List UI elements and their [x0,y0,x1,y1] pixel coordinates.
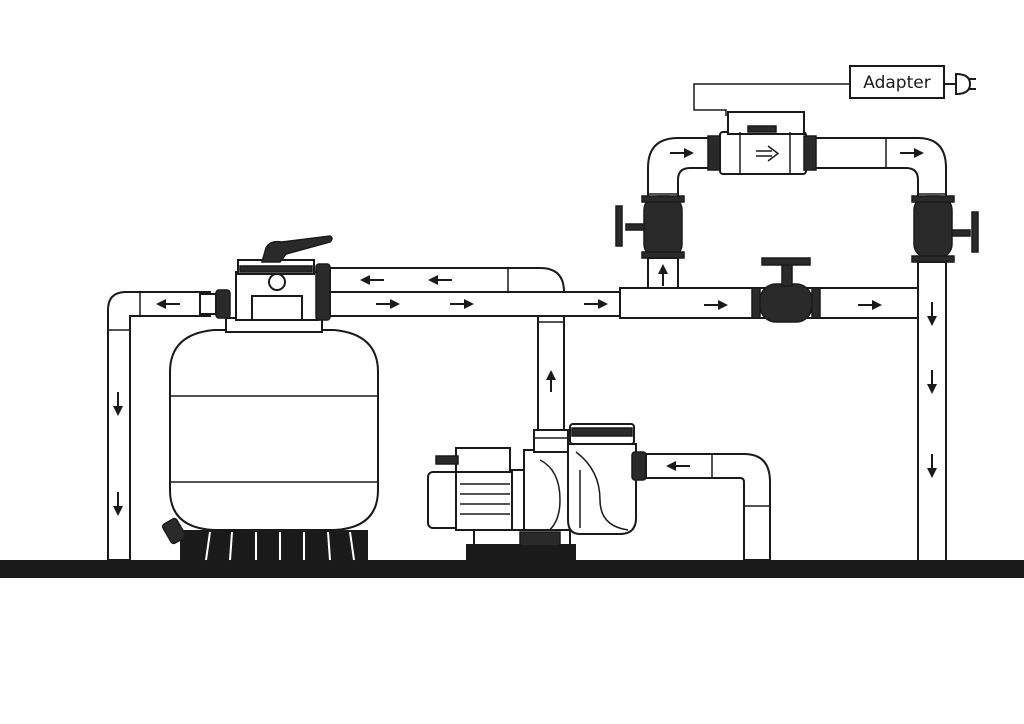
valve-handle[interactable] [261,235,333,263]
flow-arrows [113,148,937,516]
ground-bar [0,560,1024,578]
plug-icon [944,72,976,96]
pump [427,423,637,560]
right-check-valve [911,195,979,263]
multiport-valve [199,235,333,333]
hollow-arrow-icon [756,145,780,162]
left-pipe [107,291,211,561]
lower-pipe [329,291,623,317]
left-check-valve [615,195,685,259]
pump-inlet-pipe [631,451,771,561]
flow-meter [707,111,817,175]
gate-valve [751,257,821,323]
adapter-label: Adapter [863,73,930,93]
sand-filter [161,329,379,561]
adapter: Adapter [693,65,976,116]
